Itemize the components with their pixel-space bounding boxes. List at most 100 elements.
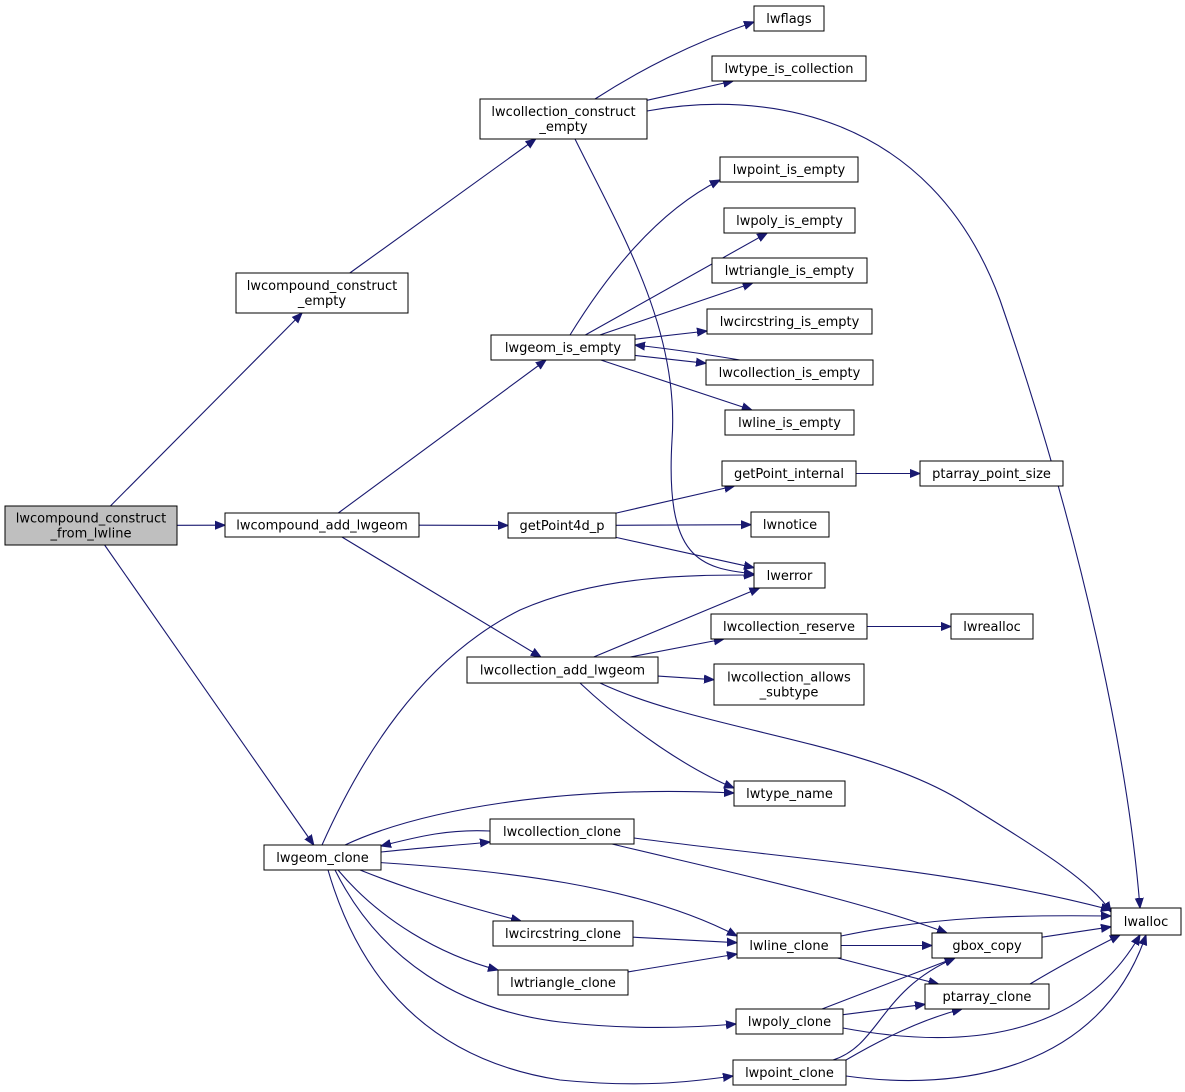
edge-lwcollection_clone-to-gbox_copy (611, 843, 947, 933)
node-root[interactable]: lwcompound_construct_from_lwline (4, 505, 178, 546)
edge-lwcollection_is_empty-to-lwgeom_is_empty (635, 345, 741, 361)
edge-lwpoint_clone-to-lwalloc (845, 935, 1146, 1081)
node-lwgeom-is-empty[interactable]: lwgeom_is_empty (490, 334, 636, 361)
node-label: lwcompound_construct (247, 279, 397, 294)
node-label: lwrealloc (963, 620, 1021, 635)
node-lwtriangle-clone[interactable]: lwtriangle_clone (497, 969, 629, 996)
node-box (706, 308, 873, 335)
node-label: lwtriangle_is_empty (725, 264, 855, 279)
edge-lwcollection_construct_empty-to-lwflags (594, 22, 754, 100)
node-box (721, 460, 857, 487)
node-ptarray-clone[interactable]: ptarray_clone (924, 983, 1050, 1010)
node-lwcircstring-is-empty[interactable]: lwcircstring_is_empty (706, 308, 873, 335)
node-box (750, 511, 830, 538)
node-label: lwcompound_construct (16, 512, 166, 527)
edge-getPoint4d_p-to-lwerror (615, 536, 754, 567)
node-box (492, 920, 634, 947)
node-box (723, 207, 856, 234)
node-lwtype-name[interactable]: lwtype_name (733, 780, 846, 807)
node-lwpoint-is-empty[interactable]: lwpoint_is_empty (719, 156, 859, 183)
node-box (466, 656, 659, 684)
edges (104, 22, 1146, 1085)
node-box (753, 562, 826, 589)
node-label: lwcircstring_is_empty (720, 315, 860, 330)
edge-lwcollection_clone-to-lwalloc (633, 837, 1111, 910)
edge-lwcollection_construct_empty-to-lwalloc (646, 103, 1140, 908)
node-box (4, 505, 178, 546)
node-box (235, 272, 409, 314)
node-label: ptarray_point_size (932, 467, 1051, 482)
node-box (753, 5, 825, 32)
node-lwflags[interactable]: lwflags (753, 5, 825, 32)
node-lwcollection-reserve[interactable]: lwcollection_reserve (710, 613, 868, 640)
node-label: lwcollection_construct (491, 105, 635, 120)
edge-lwcollection_add_lwgeom-to-lwalloc (599, 682, 1111, 912)
edge-lwtriangle_clone-to-lwline_clone (627, 954, 737, 973)
node-lwcircstring-clone[interactable]: lwcircstring_clone (492, 920, 634, 947)
node-label: ptarray_clone (943, 990, 1032, 1005)
node-lwcollection-construct-empty[interactable]: lwcollection_construct_empty (479, 98, 648, 140)
node-label: lwpoly_is_empty (736, 214, 843, 229)
node-label: lwerror (767, 569, 813, 584)
edge-lwline_clone-to-lwalloc (840, 916, 1111, 937)
node-box (710, 613, 868, 640)
node-box (724, 409, 855, 436)
edge-lwcircstring_clone-to-lwline_clone (632, 936, 737, 943)
node-box (924, 983, 1050, 1010)
edge-lwpoint_clone-to-gbox_copy (832, 958, 955, 1061)
node-lwline-clone[interactable]: lwline_clone (736, 932, 842, 959)
edge-getPoint4d_p-to-getPoint_internal (615, 486, 734, 514)
node-label: lwcollection_add_lwgeom (480, 664, 645, 679)
node-box (950, 613, 1034, 640)
node-lwpoly-is-empty[interactable]: lwpoly_is_empty (723, 207, 856, 234)
node-lwcollection-clone[interactable]: lwcollection_clone (489, 818, 635, 845)
node-label: lwcollection_allows (727, 671, 851, 686)
node-label: gbox_copy (952, 939, 1022, 954)
node-getPoint-internal[interactable]: getPoint_internal (721, 460, 857, 487)
node-ptarray-point-size[interactable]: ptarray_point_size (919, 460, 1064, 487)
edge-lwcollection_add_lwgeom-to-lwtype_name (579, 682, 734, 788)
edge-lwline_clone-to-ptarray_clone (837, 957, 939, 984)
node-box (733, 780, 846, 807)
node-box (479, 98, 648, 140)
node-lwerror[interactable]: lwerror (753, 562, 826, 589)
node-lwpoly-clone[interactable]: lwpoly_clone (735, 1008, 844, 1035)
node-lwcollection-add-lwgeom[interactable]: lwcollection_add_lwgeom (466, 656, 659, 684)
node-box (919, 460, 1064, 487)
node-box (224, 512, 420, 538)
node-lwnotice[interactable]: lwnotice (750, 511, 830, 538)
node-lwtype-is-collection[interactable]: lwtype_is_collection (711, 55, 867, 82)
edge-lwcollection_add_lwgeom-to-lwerror (593, 588, 760, 658)
edge-lwgeom_clone-to-lwpoint_clone (327, 869, 733, 1085)
node-box (705, 359, 874, 386)
node-lwcollection-allows-subtype[interactable]: lwcollection_allows_subtype (713, 663, 865, 706)
node-gbox-copy[interactable]: gbox_copy (931, 932, 1043, 959)
nodes: lwcompound_construct_from_lwlinelwcompou… (4, 5, 1182, 1086)
edge-lwgeom_clone-to-lwtriangle_clone (337, 869, 498, 970)
node-lwtriangle-is-empty[interactable]: lwtriangle_is_empty (711, 257, 868, 284)
node-lwcompound-add-lwgeom[interactable]: lwcompound_add_lwgeom (224, 512, 420, 538)
edge-lwgeom_is_empty-to-lwcircstring_is_empty (634, 331, 707, 340)
node-lwpoint-clone[interactable]: lwpoint_clone (732, 1059, 847, 1086)
node-lwrealloc[interactable]: lwrealloc (950, 613, 1034, 640)
node-getPoint4d-p[interactable]: getPoint4d_p (507, 512, 617, 539)
node-box (490, 334, 636, 361)
node-lwcompound-construct-empty[interactable]: lwcompound_construct_empty (235, 272, 409, 314)
node-label: lwcircstring_clone (505, 927, 621, 942)
node-lwcollection-is-empty[interactable]: lwcollection_is_empty (705, 359, 874, 386)
node-label: _empty (538, 120, 588, 135)
node-label: lwtriangle_clone (510, 976, 616, 991)
edge-lwcompound_add_lwgeom-to-lwcollection_add_lwgeom (341, 536, 541, 657)
node-label: _subtype (759, 686, 819, 701)
edge-lwcollection_add_lwgeom-to-lwcollection_allows_subtype (657, 676, 714, 680)
edge-lwgeom_clone-to-lwcircstring_clone (359, 869, 521, 921)
edge-getPoint4d_p-to-lwnotice (615, 525, 751, 526)
node-label: _from_lwline (50, 527, 132, 542)
edge-lwcollection_clone-to-lwgeom_clone (381, 830, 491, 846)
node-lwline-is-empty[interactable]: lwline_is_empty (724, 409, 855, 436)
node-lwgeom-clone[interactable]: lwgeom_clone (263, 844, 382, 871)
edge-lwpoly_clone-to-ptarray_clone (842, 1004, 925, 1016)
node-box (263, 844, 382, 871)
node-lwalloc[interactable]: lwalloc (1110, 907, 1182, 936)
